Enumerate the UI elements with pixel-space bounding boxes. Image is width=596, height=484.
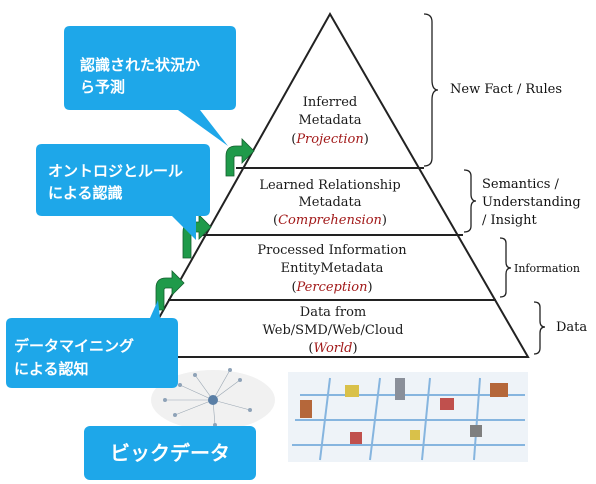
pyramid-outline (135, 11, 530, 358)
callout-bigdata-label: ビックデータ (110, 441, 230, 465)
callout-bigdata: ビックデータ (84, 426, 256, 480)
callout-datamining: データマイニング による認知 (6, 300, 178, 388)
callout-ontology-line2: による認識 (48, 184, 123, 202)
level-inferred-line3: (Projection) (291, 132, 369, 147)
level-processed-line1: Processed Information (257, 243, 407, 258)
bracket-label-information: Information (514, 262, 580, 275)
bracket-information (499, 237, 512, 298)
level-processed-line3: (Perception) (291, 280, 372, 295)
level-processed-line2: EntityMetadata (281, 261, 384, 276)
arrow-up-right-icon (155, 270, 185, 311)
callout-ontology-line1: オントロジとルール (48, 162, 183, 180)
callout-prediction-line1: 認識された状況か (80, 56, 200, 74)
bracket-label-data: Data (556, 320, 587, 335)
callout-ontology: オントロジとルール による認識 (36, 144, 210, 240)
level-inferred-line1: Inferred (303, 95, 357, 110)
brackets (423, 13, 546, 355)
level-inferred: Inferred Metadata (Projection) (291, 95, 369, 147)
level-processed: Processed Information EntityMetadata (Pe… (257, 243, 407, 295)
bracket-label-semantics-2: Understanding (482, 195, 581, 210)
bracket-label-semantics-3: / Insight (482, 213, 538, 228)
level-learned-line1: Learned Relationship (259, 178, 400, 193)
bracket-data (533, 301, 546, 355)
level-data-line2: Web/SMD/Web/Cloud (262, 323, 403, 338)
bracket-label-new-fact: New Fact / Rules (450, 82, 562, 97)
level-learned-line3: (Comprehension) (273, 213, 387, 228)
arrow-up-right-icon (225, 138, 255, 177)
bracket-semantics (463, 169, 477, 233)
callout-datamining-line2: による認知 (14, 360, 89, 378)
callout-prediction-line2: ら予測 (80, 78, 125, 96)
level-data-line3: (World) (308, 341, 357, 356)
level-learned: Learned Relationship Metadata (Comprehen… (259, 178, 400, 228)
bracket-new-fact (423, 13, 439, 167)
level-inferred-line2: Metadata (298, 113, 361, 128)
city-grid-image (288, 372, 528, 462)
bracket-label-semantics-1: Semantics / (482, 177, 560, 192)
callout-prediction: 認識された状況か ら予測 (64, 26, 236, 146)
level-data: Data from Web/SMD/Web/Cloud (World) (262, 305, 403, 356)
callout-datamining-line1: データマイニング (14, 337, 134, 355)
level-data-line1: Data from (300, 305, 366, 320)
level-learned-line2: Metadata (298, 195, 361, 210)
pyramid (135, 11, 530, 358)
network-graph-image (151, 368, 275, 430)
